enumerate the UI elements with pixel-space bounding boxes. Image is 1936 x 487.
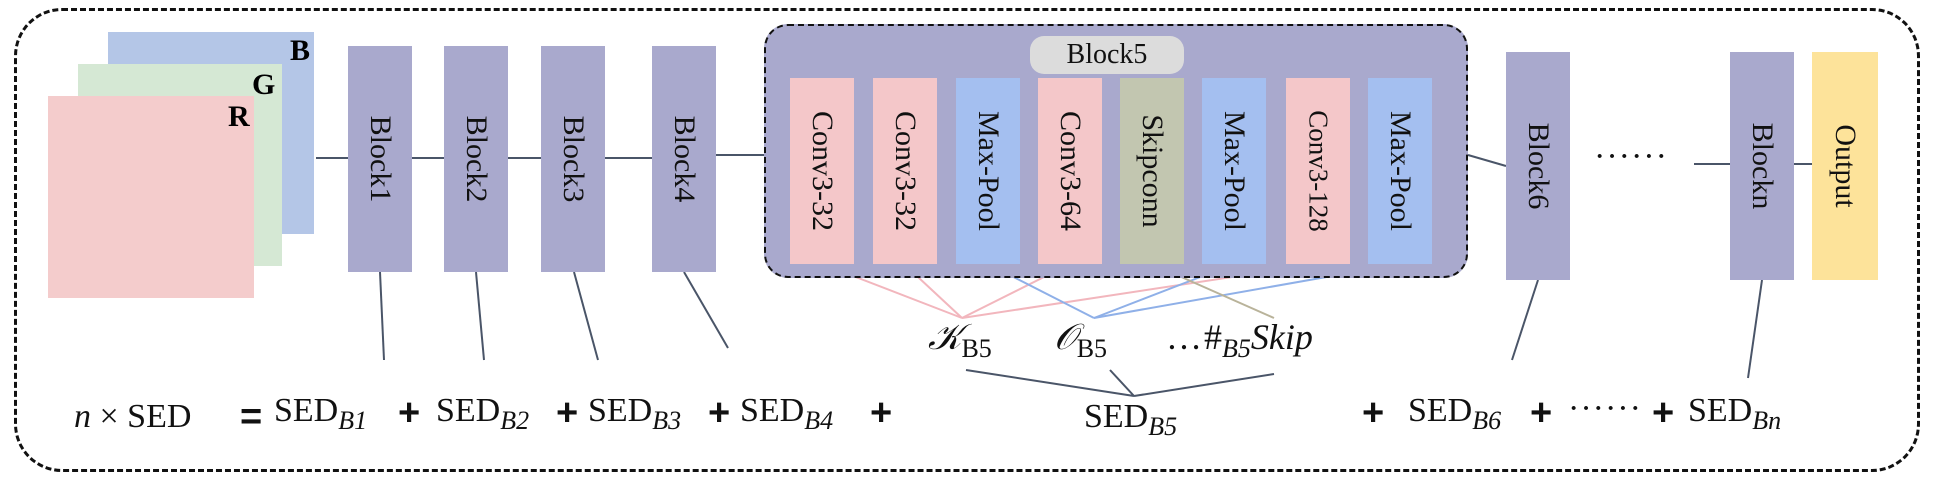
- sed-b4: SEDB4: [740, 392, 834, 435]
- block5-layer-maxpool-c: Max-Pool: [1368, 78, 1432, 264]
- block-ellipsis: ······: [1594, 138, 1668, 175]
- sed-b3: SEDB3: [588, 392, 682, 435]
- equals-sign: =: [240, 396, 263, 438]
- sed-bn: SEDBn: [1688, 392, 1782, 435]
- sed-b5: SEDB5: [1084, 398, 1178, 441]
- feature-skip-count: #B5Skip: [1204, 317, 1313, 364]
- equation-ellipsis: ······: [1568, 390, 1642, 427]
- link-o-sed: [1109, 369, 1135, 397]
- plus-2: +: [556, 392, 579, 434]
- block5-layer-maxpool-a: Max-Pool: [956, 78, 1020, 264]
- sed-b2: SEDB2: [436, 392, 530, 435]
- block6: Block6: [1506, 52, 1570, 280]
- plus-1: +: [398, 392, 421, 434]
- channel-label-b: B: [290, 34, 311, 67]
- block5-title: Block5: [1030, 36, 1184, 74]
- sed-b1: SEDB1: [274, 392, 368, 435]
- block4: Block4: [652, 46, 716, 272]
- plus-6: +: [1530, 392, 1553, 434]
- block5-layer-conv3-128: Conv3-128: [1286, 78, 1350, 264]
- equation-lhs: n × SED: [74, 398, 192, 435]
- block5-layer-conv3-64: Conv3-64: [1038, 78, 1102, 264]
- output-box: Output: [1812, 52, 1878, 280]
- block3: Block3: [541, 46, 605, 272]
- block1: Block1: [348, 46, 412, 272]
- feature-k-b5: 𝒦B5: [928, 317, 992, 364]
- feature-ellipsis: …: [1166, 317, 1202, 357]
- link-block1-sed: [379, 271, 385, 361]
- outer-frame: [14, 8, 1920, 472]
- link-block3-sed: [573, 271, 599, 361]
- plus-3: +: [708, 392, 731, 434]
- block2: Block2: [444, 46, 508, 272]
- block5-layer-maxpool-b: Max-Pool: [1202, 78, 1266, 264]
- link-block4-sed: [683, 271, 729, 349]
- plus-7: +: [1652, 392, 1675, 434]
- link-block5-block6: [1467, 154, 1507, 167]
- blockn: Blockn: [1730, 52, 1794, 280]
- feature-o-b5: 𝒪B5: [1054, 317, 1108, 364]
- link-block2-sed: [475, 271, 485, 361]
- link-skip-sed: [1133, 373, 1275, 397]
- input-sheet-r: [48, 96, 254, 298]
- link-block6-sed: [1511, 279, 1539, 361]
- block5-layer-skipconn: Skipconn: [1120, 78, 1184, 264]
- block5-layer-conv3-32-a: Conv3-32: [790, 78, 854, 264]
- sed-b6: SEDB6: [1408, 392, 1502, 435]
- link-blockn-sed: [1747, 279, 1763, 379]
- block5-layer-conv3-32-b: Conv3-32: [873, 78, 937, 264]
- plus-4: +: [870, 392, 893, 434]
- channel-label-g: G: [252, 68, 276, 101]
- channel-label-r: R: [228, 100, 250, 133]
- plus-5: +: [1362, 392, 1385, 434]
- link-k-sed: [965, 369, 1135, 397]
